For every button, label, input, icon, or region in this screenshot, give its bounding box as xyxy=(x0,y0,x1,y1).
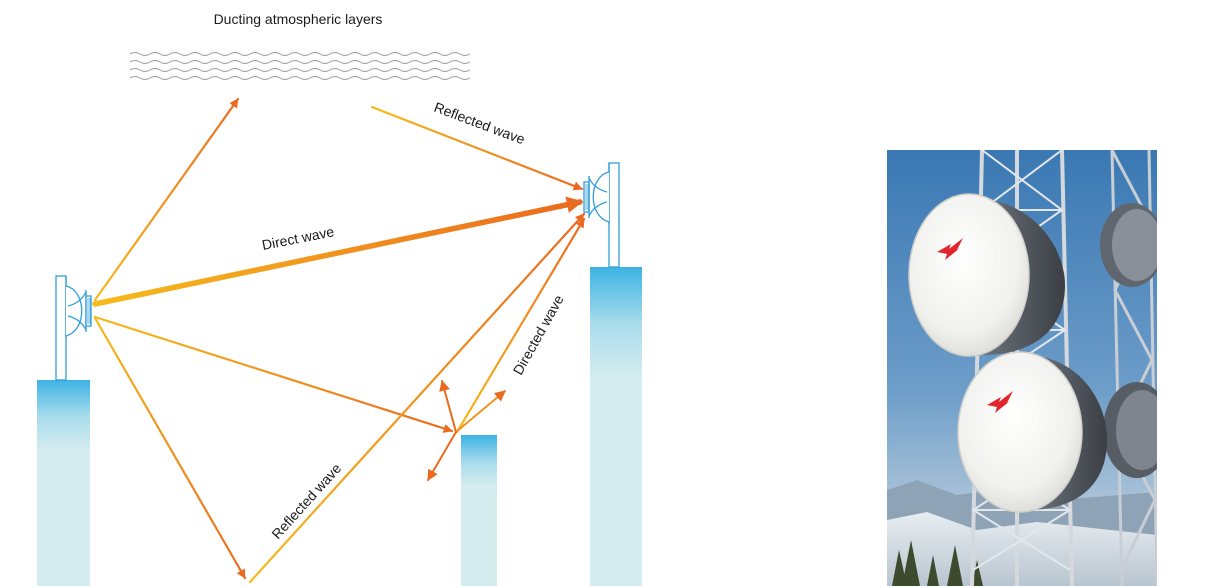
direct-wave-arrow xyxy=(92,196,584,307)
reflected-wave-lower-label: Reflected wave xyxy=(268,460,344,542)
antenna-tower-photo xyxy=(887,150,1157,586)
scatter-arrow-down xyxy=(427,431,457,481)
ground-path-arrow xyxy=(93,315,454,433)
directed-wave-label: Directed wave xyxy=(510,292,567,378)
left-antenna-icon xyxy=(55,275,92,381)
middle-tower xyxy=(461,435,497,586)
down-path-arrow xyxy=(93,316,247,580)
scatter-arrow-right xyxy=(455,390,506,433)
reflected-wave-upper-label: Reflected wave xyxy=(432,99,527,148)
scatter-arrow-up xyxy=(439,379,457,433)
ducting-layers xyxy=(129,52,471,80)
right-tower xyxy=(590,267,642,586)
directed-wave-arrow xyxy=(455,217,586,434)
left-tower xyxy=(37,380,90,586)
reflected-lower-arrow xyxy=(248,212,586,584)
ducting-up-arrow xyxy=(93,97,240,302)
direct-wave-label: Direct wave xyxy=(261,223,336,253)
diagram-title: Ducting atmospheric layers xyxy=(214,11,383,27)
reflected-upper-arrow xyxy=(370,105,584,191)
right-antenna-icon xyxy=(583,162,620,268)
upper-dish-icon xyxy=(908,193,1065,357)
propagation-paths xyxy=(92,97,586,584)
lower-dish-icon xyxy=(957,351,1107,513)
